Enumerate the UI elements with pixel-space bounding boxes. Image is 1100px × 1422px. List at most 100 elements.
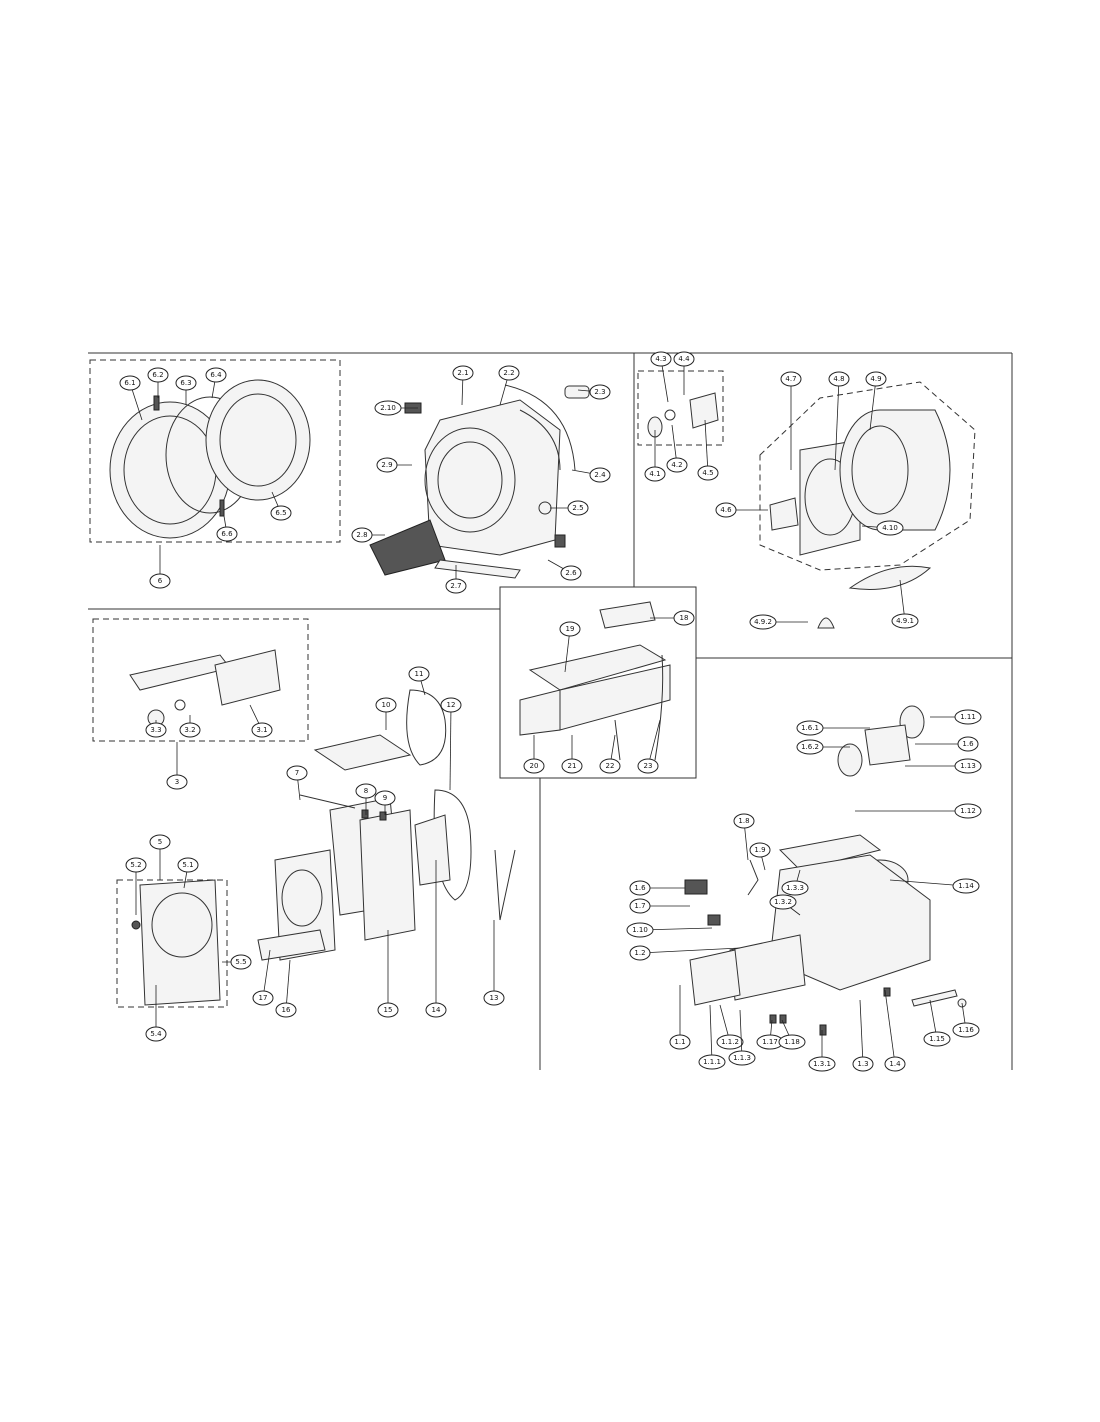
callout-number: 6.2 <box>152 371 163 379</box>
callout-bubble <box>780 371 802 387</box>
callout-l_1_6b: 1.6 <box>629 880 685 896</box>
callout-l_23: 23 <box>637 719 661 774</box>
callout-bubble <box>425 1002 447 1018</box>
callout-bubble <box>954 803 982 819</box>
leader-line <box>639 947 741 954</box>
callout-l_4_2: 4.2 <box>666 424 688 473</box>
callout-number: 1.3.2 <box>774 898 792 906</box>
callout-bubble <box>589 467 611 483</box>
callout-bubble <box>567 500 589 516</box>
callout-bubble <box>179 722 201 738</box>
callout-number: 12 <box>447 701 456 709</box>
callout-bubble <box>374 400 402 416</box>
callout-number: 1.17 <box>762 1038 778 1046</box>
callout-bubble <box>778 1034 806 1050</box>
callout-l_1_6: 1.6 <box>915 736 979 752</box>
callout-number: 3.1 <box>256 726 267 734</box>
callout-l_3: 3 <box>166 742 188 790</box>
callout-number: 6 <box>158 577 163 585</box>
callout-bubble <box>673 610 695 626</box>
callout-bubble <box>252 990 274 1006</box>
callout-l_6_6: 6.6 <box>216 515 238 542</box>
control-panel-assembly <box>129 649 281 727</box>
callout-bubble <box>375 697 397 713</box>
callout-bubble <box>852 1056 874 1072</box>
callout-l_1_1: 1.1 <box>669 985 691 1050</box>
callout-l_6_5: 6.5 <box>270 491 292 521</box>
leader-line <box>834 378 840 471</box>
callout-number: 5.5 <box>235 958 246 966</box>
callout-l_21: 21 <box>561 735 583 774</box>
callout-l_15: 15 <box>377 930 399 1018</box>
callout-l_5_4: 5.4 <box>145 985 167 1042</box>
callout-bubble <box>230 954 252 970</box>
callout-bubble <box>769 894 797 910</box>
callout-l_16: 16 <box>275 959 297 1018</box>
callout-number: 3 <box>175 778 179 786</box>
callout-l_1_7: 1.7 <box>629 898 690 914</box>
callout-bubble <box>440 697 462 713</box>
callout-bubble <box>205 367 227 383</box>
callout-l_5: 5 <box>149 834 171 880</box>
callout-number: 5.2 <box>130 861 141 869</box>
callout-number: 1.1.3 <box>733 1054 751 1062</box>
callout-l_2_1: 2.1 <box>452 365 474 406</box>
callout-number: 1.6 <box>962 740 974 748</box>
callout-number: 11 <box>415 670 424 678</box>
callout-l_1_6_1: 1.6.1 <box>796 720 870 736</box>
callout-bubble <box>559 621 581 637</box>
callout-number: 2.5 <box>572 504 583 512</box>
callout-number: 1.7 <box>634 902 645 910</box>
callout-l_1_14: 1.14 <box>889 878 980 894</box>
callout-number: 1.8 <box>738 817 749 825</box>
callout-bubble <box>733 813 755 829</box>
diagram-frame <box>88 352 1013 1070</box>
heater-fan-assembly <box>684 705 967 1036</box>
callout-l_1_16: 1.16 <box>952 1002 980 1038</box>
callout-l_6_2: 6.2 <box>147 367 169 398</box>
callout-bubble <box>669 1034 691 1050</box>
callout-number: 6.6 <box>221 530 233 538</box>
callout-bubble <box>884 1056 906 1072</box>
callout-number: 1.4 <box>889 1060 901 1068</box>
callout-bubble <box>808 1056 836 1072</box>
callout-bubble <box>749 842 771 858</box>
leader-line <box>704 419 709 474</box>
callout-number: 6.4 <box>210 371 222 379</box>
callout-l_1_1_3: 1.1.3 <box>728 1009 756 1066</box>
callout-number: 1.1.1 <box>703 1058 721 1066</box>
callout-l_1_12: 1.12 <box>855 803 982 819</box>
callout-number: 1.6.2 <box>801 743 819 751</box>
callout-bubble <box>954 758 982 774</box>
callout-number: 4.1 <box>649 470 660 478</box>
callout-l_3_3: 3.3 <box>145 720 167 738</box>
callout-number: 6.5 <box>275 509 286 517</box>
callout-bubble <box>452 365 474 381</box>
callout-l_6_4: 6.4 <box>205 367 227 399</box>
callout-number: 2.6 <box>565 569 577 577</box>
callout-l_1_3_1: 1.3.1 <box>808 1030 836 1072</box>
callout-bubble <box>561 758 583 774</box>
callout-number: 2.1 <box>457 369 468 377</box>
callout-l_1_3_3: 1.3.3 <box>781 869 809 896</box>
callout-number: 2.2 <box>503 369 514 377</box>
callout-l_7: 7 <box>286 765 308 801</box>
callout-number: 4.2 <box>671 461 682 469</box>
callout-bubble <box>374 790 396 806</box>
callout-number: 1.6.1 <box>801 724 819 732</box>
callout-number: 23 <box>644 762 653 770</box>
callout-l_5_1: 5.1 <box>177 857 199 889</box>
callout-bubble <box>216 526 238 542</box>
callout-bubble <box>147 367 169 383</box>
leader-line <box>647 719 661 767</box>
callout-bubble <box>145 1026 167 1042</box>
callout-l_4_7: 4.7 <box>780 371 802 470</box>
callout-l_2_2: 2.2 <box>498 365 520 406</box>
callout-l_1_11: 1.11 <box>930 709 982 725</box>
callout-bubble <box>715 502 737 518</box>
callout-bubble <box>445 578 467 594</box>
callout-l_1_9: 1.9 <box>749 842 771 871</box>
callout-number: 1.12 <box>960 807 976 815</box>
